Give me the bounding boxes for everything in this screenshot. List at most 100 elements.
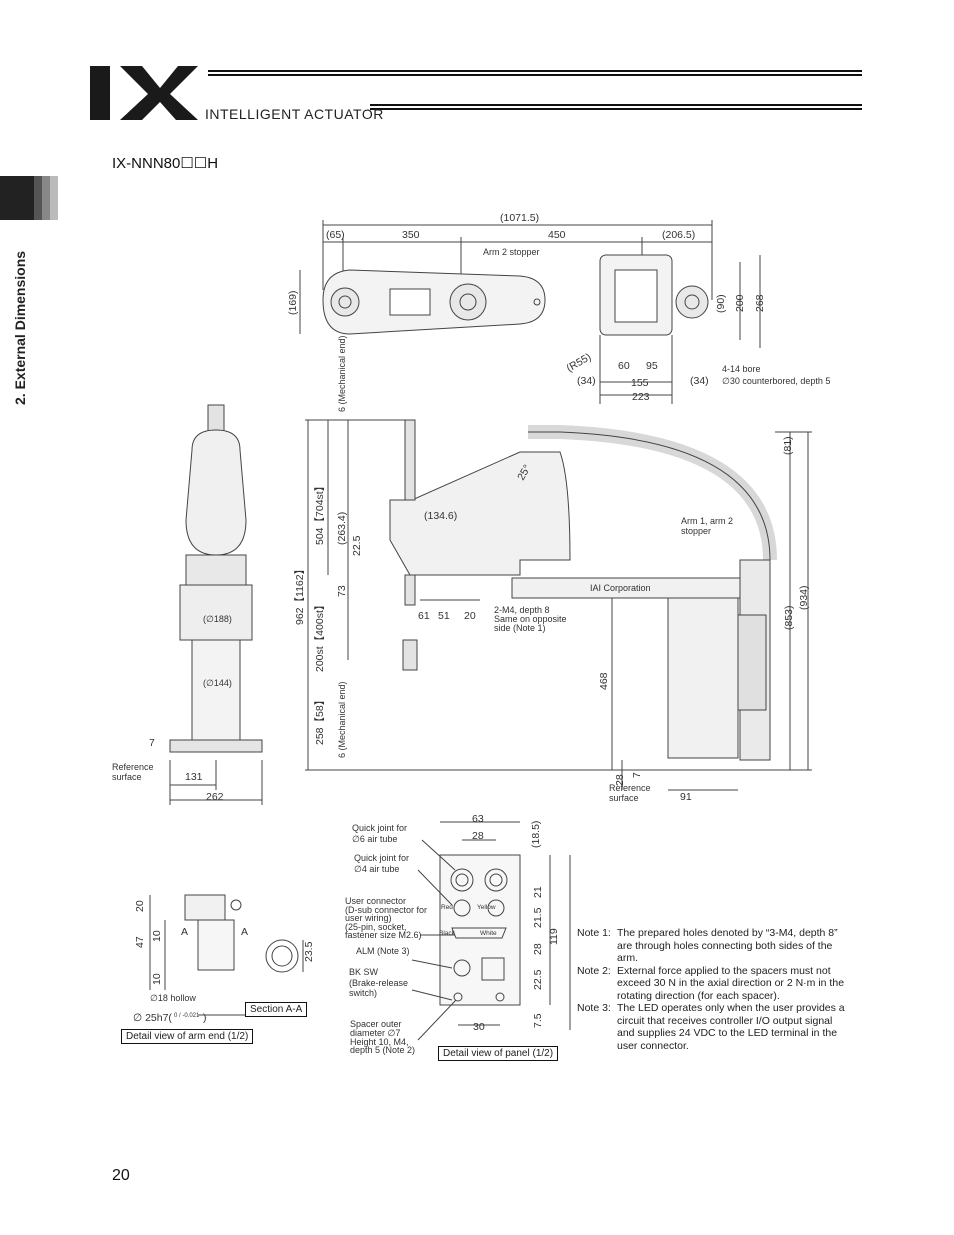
dim-text: (134.6) — [424, 510, 457, 522]
panel-detail-drawing — [411, 821, 571, 1041]
mech-end-label: 6 (Mechanical end) — [337, 681, 347, 758]
shaft-label: ∅ 25h7( — [133, 1012, 172, 1024]
notes-block: Note 1: The prepared holes denoted by “3… — [577, 927, 847, 1052]
note-text: External force applied to the spacers mu… — [617, 964, 845, 1002]
dim-text: 22.5 — [351, 535, 363, 556]
dim-text: (81) — [782, 436, 794, 455]
dim-text: 7 — [149, 737, 155, 749]
dim-text: (∅188) — [203, 614, 232, 624]
dim-text: 131 — [185, 771, 203, 783]
dim-text: (34) — [690, 375, 709, 387]
header-rule — [208, 74, 862, 76]
section-marker: A — [241, 926, 248, 938]
callout-user-conn-2: (D-sub connector for — [345, 905, 428, 915]
header-rule — [370, 104, 862, 106]
dim-text: 23.5 — [303, 941, 315, 962]
callout-spacer-2: diameter ∅7 — [350, 1028, 401, 1038]
dim-text: 95 — [646, 360, 658, 372]
dim-text: 61 — [418, 610, 430, 622]
callout-bore-1: 4-14 bore — [722, 364, 761, 374]
callout-spacer-3: Height 10, M4, — [350, 1037, 409, 1047]
dim-text: 63 — [472, 813, 484, 825]
callout-bksw-1: BK SW — [349, 967, 379, 977]
callout-alm: ALM (Note 3) — [356, 946, 410, 956]
header-rule — [370, 108, 862, 110]
dim-text: (169) — [287, 290, 299, 315]
dim-text: (34) — [577, 375, 596, 387]
top-view-drawing — [299, 220, 761, 404]
dim-text: 450 — [548, 229, 566, 241]
shaft-label-close: ) — [203, 1012, 207, 1024]
arm-end-detail-title: Detail view of arm end (1/2) — [121, 1029, 254, 1044]
dim-text: 73 — [336, 585, 348, 597]
callout-m4-3: side (Note 1) — [494, 623, 546, 633]
dim-text: (206.5) — [662, 229, 695, 241]
callout-quick6-2: ∅6 air tube — [352, 834, 398, 844]
dim-text: 10 — [151, 973, 163, 985]
side-view-drawing — [305, 419, 812, 791]
dim-text: 20 — [464, 610, 476, 622]
callout-user-conn-4: (25-pin, socket, — [345, 922, 407, 932]
dim-text: 7.5 — [532, 1013, 544, 1028]
dim-text: 258【58】 — [314, 695, 326, 745]
ix-logo — [90, 66, 198, 120]
dim-text: (90) — [715, 294, 727, 313]
dim-text: 60 — [618, 360, 630, 372]
dim-text: 268 — [754, 294, 766, 312]
panel-detail-title: Detail view of panel (1/2) — [438, 1046, 559, 1061]
arm-end-detail-drawing — [149, 894, 304, 1016]
note-item: Note 3: The LED operates only when the u… — [577, 1002, 847, 1052]
dim-text: 223 — [632, 391, 650, 403]
callout-quick6-1: Quick joint for — [352, 823, 408, 833]
note-text: The prepared holes denoted by “3-M4, dep… — [617, 927, 838, 964]
dim-text: 21.5 — [532, 907, 544, 928]
dim-text: 28 — [532, 943, 544, 955]
callout-user-conn-5: fastener size M2.6) — [345, 930, 422, 940]
callout-bksw-3: switch) — [349, 988, 378, 998]
mech-end-label: 6 (Mechanical end) — [337, 335, 347, 412]
callout-user-conn-1: User connector — [345, 896, 407, 906]
dim-text: (∅144) — [203, 678, 232, 688]
dim-text: 504【704st】 — [314, 481, 326, 545]
note-item: Note 1: The prepared holes denoted by “3… — [577, 927, 847, 965]
callout-spacer-1: Spacer outer — [350, 1019, 402, 1029]
callout-m4-1: 2-M4, depth 8 — [494, 605, 550, 615]
note-item: Note 2: External force applied to the sp… — [577, 965, 847, 1003]
dim-text: 350 — [402, 229, 420, 241]
dim-text: 28 — [614, 774, 626, 786]
callout-user-conn-3: user wiring) — [345, 913, 392, 923]
wire-color: White — [480, 930, 497, 937]
wire-color: Yellow — [477, 904, 496, 911]
dim-text: (934) — [798, 585, 810, 610]
dim-text: 28 — [472, 830, 484, 842]
dim-text: 155 — [631, 377, 649, 389]
note-key: Note 2: — [577, 964, 611, 977]
note-text: The LED operates only when the user prov… — [617, 1002, 845, 1052]
callout-m4-2: Same on opposite — [494, 614, 567, 624]
model-title: IX-NNN80☐☐H — [112, 155, 219, 172]
dim-text: 200st【400st】 — [314, 600, 326, 672]
callout-bore-2: ∅30 counterbored, depth 5 — [722, 376, 831, 386]
dim-text: 10 — [151, 930, 163, 942]
dim-text: 7 — [631, 772, 643, 778]
corp-label: IAI Corporation — [590, 583, 651, 593]
dim-text: 262 — [206, 791, 224, 803]
hollow-label: ∅18 hollow — [150, 993, 196, 1003]
shaft-tolerance: 0 / -0.021 — [174, 1013, 200, 1019]
front-view-drawing — [169, 404, 263, 805]
callout-ref-surface: Reference surface — [609, 783, 651, 803]
header-rule — [208, 70, 862, 72]
callout-quick4-1: Quick joint for — [354, 853, 410, 863]
callout-bksw-2: (Brake-release — [349, 978, 409, 988]
brand-text: INTELLIGENT ACTUATOR — [205, 106, 384, 122]
dim-text: 47 — [134, 936, 146, 948]
note-key: Note 1: — [577, 927, 611, 939]
section-a-a-label: Section A-A — [245, 1002, 308, 1017]
dim-text: (853) — [783, 605, 795, 630]
dim-text: 119 — [548, 928, 560, 945]
section-marker: A — [181, 926, 188, 938]
dim-text: 22.5 — [532, 969, 544, 990]
callout-spacer-4: depth 5 (Note 2) — [350, 1045, 416, 1055]
dim-text: 51 — [438, 610, 450, 622]
